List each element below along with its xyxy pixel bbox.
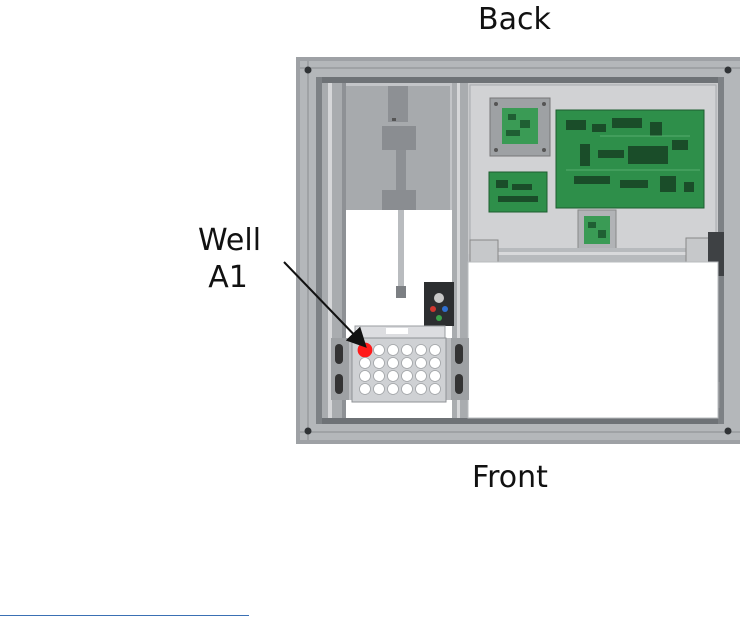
well — [430, 384, 441, 395]
well — [388, 371, 399, 382]
footnote-rule — [0, 615, 249, 616]
well — [374, 384, 385, 395]
well — [430, 371, 441, 382]
well-plate — [352, 338, 446, 402]
well — [402, 371, 413, 382]
bolt-icon — [725, 428, 732, 435]
open-bay — [468, 262, 718, 418]
well — [360, 384, 371, 395]
well — [430, 345, 441, 356]
well — [374, 345, 385, 356]
main-pcb — [556, 110, 704, 208]
highlighted-well — [358, 343, 372, 357]
well — [388, 345, 399, 356]
plunger-tip — [396, 286, 406, 298]
well — [402, 345, 413, 356]
bolt-icon — [305, 67, 312, 74]
well — [360, 358, 371, 369]
well — [416, 345, 427, 356]
bolt-icon — [725, 67, 732, 74]
small-pcb-lower — [489, 172, 547, 212]
well — [374, 358, 385, 369]
bolt-icon — [305, 428, 312, 435]
well — [416, 371, 427, 382]
well — [402, 358, 413, 369]
sensor-pcb — [578, 210, 616, 250]
well — [416, 358, 427, 369]
well — [402, 384, 413, 395]
well — [374, 371, 385, 382]
valve-block — [424, 282, 454, 326]
small-pcb-upper — [490, 98, 550, 156]
well — [416, 384, 427, 395]
well — [360, 371, 371, 382]
well — [388, 358, 399, 369]
well — [388, 384, 399, 395]
plunger-rod — [398, 210, 404, 290]
well — [430, 358, 441, 369]
